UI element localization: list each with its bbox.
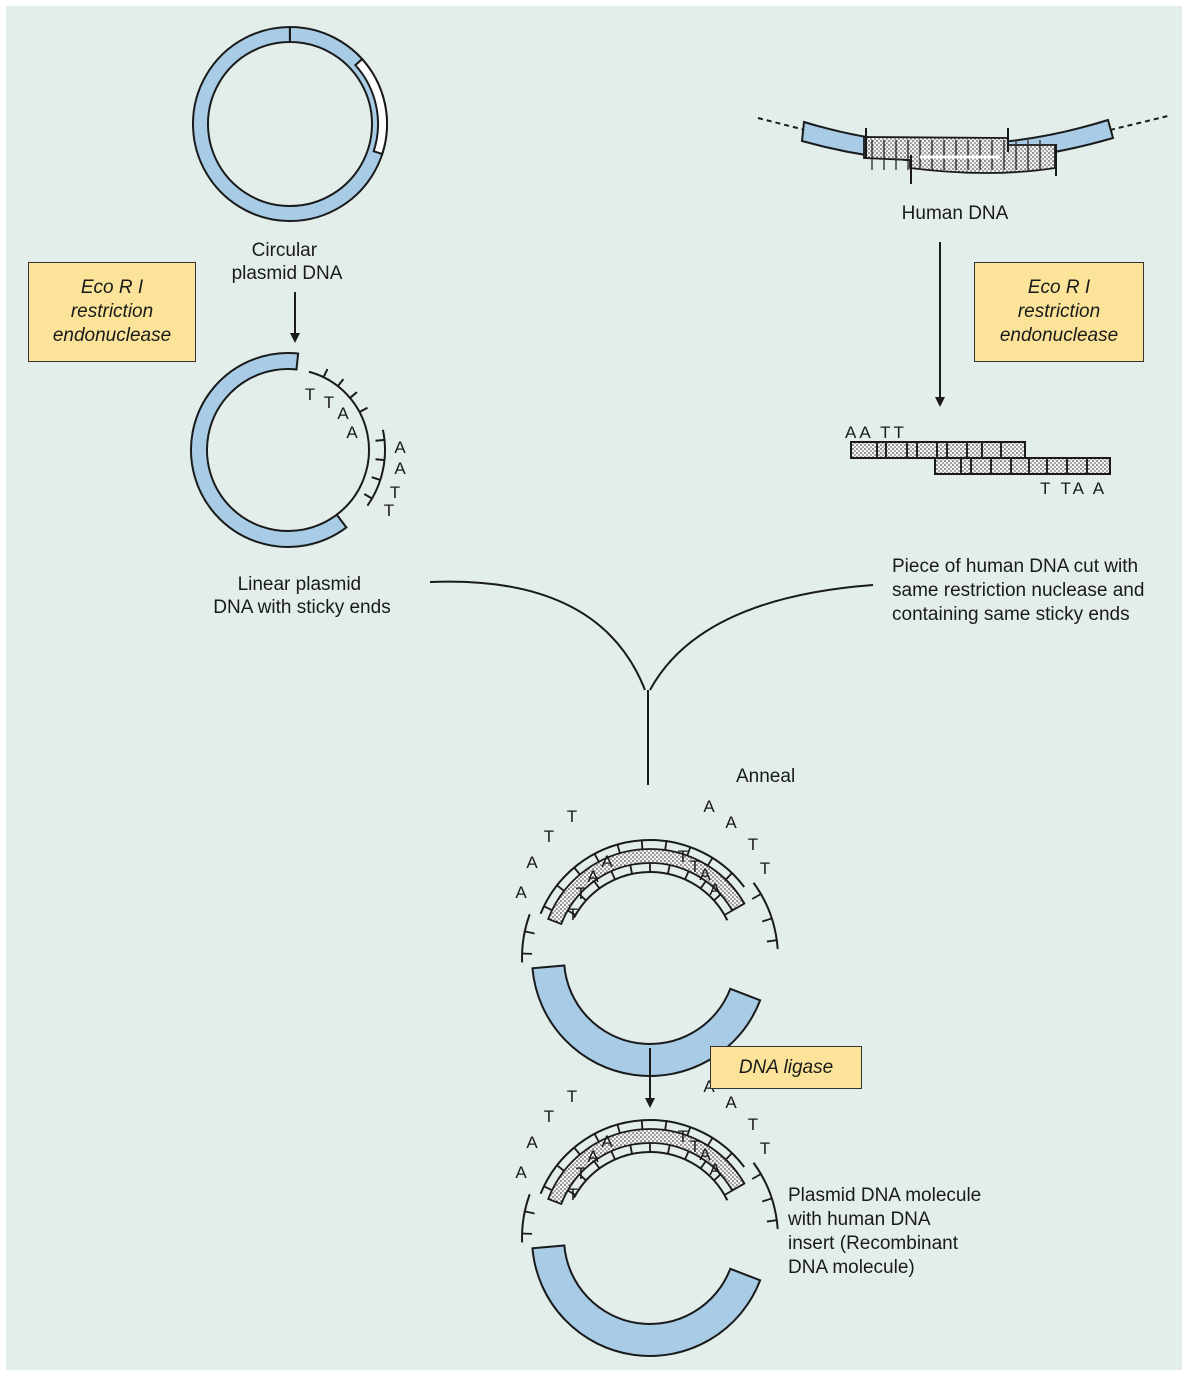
inner-right-base: T	[690, 857, 700, 876]
linear-left-base: T	[305, 385, 315, 404]
ecori-right-line1: Eco R I	[1027, 277, 1091, 298]
outer-left-base: T	[544, 827, 554, 846]
linear-left-base: T	[324, 393, 334, 412]
ecori-box-right: Eco R I restriction endonuclease	[974, 262, 1144, 362]
inner-right-base: A	[699, 1145, 711, 1164]
background-panel	[6, 6, 1182, 1370]
outer-right-base: T	[760, 859, 770, 878]
outer-right-base: T	[748, 1115, 758, 1134]
linear-plasmid-label: Linear plasmid DNA with sticky ends	[213, 574, 390, 618]
dna-ligase-box: DNA ligase	[710, 1046, 862, 1089]
human-dna-fragment	[850, 441, 1111, 475]
linear-right-base: T	[384, 501, 394, 520]
human-dna-label: Human DNA	[902, 203, 1009, 224]
linear-right-base: T	[390, 483, 400, 502]
anneal-label: Anneal	[736, 766, 795, 787]
inner-right-base: T	[678, 847, 688, 866]
outer-right-base: T	[760, 1139, 770, 1158]
inner-left-base: A	[587, 867, 599, 886]
ecori-left-line1: Eco R I	[80, 277, 144, 298]
outer-left-base: A	[526, 1133, 538, 1152]
fragment-bottom-bases: T TA A	[1040, 479, 1107, 498]
ecori-right-line2: restriction	[1017, 301, 1101, 322]
linear-left-base: A	[346, 423, 358, 442]
inner-left-base: A	[587, 1147, 599, 1166]
outer-right-base: A	[703, 797, 715, 816]
outer-left-base: A	[515, 1163, 527, 1182]
inner-right-base: T	[690, 1137, 700, 1156]
circular-plasmid-label: Circular plasmid DNA	[232, 240, 343, 284]
outer-right-base: T	[748, 835, 758, 854]
outer-right-base: A	[725, 1093, 737, 1112]
outer-left-base: T	[567, 807, 577, 826]
inner-right-base: T	[678, 1127, 688, 1146]
circular-plasmid	[191, 25, 388, 222]
outer-right-base: A	[725, 813, 737, 832]
recombinant-label: Plasmid DNA molecule with human DNA inse…	[787, 1185, 987, 1278]
human-piece-label: Piece of human DNA cut with same restric…	[892, 556, 1150, 625]
linear-left-base: A	[337, 404, 349, 423]
linear-right-base: A	[394, 459, 406, 478]
ecori-left-line2: restriction	[70, 301, 154, 322]
inner-right-base: A	[699, 865, 711, 884]
outer-left-base: T	[544, 1107, 554, 1126]
linear-right-base: A	[394, 438, 406, 457]
inner-left-base: A	[601, 1132, 613, 1151]
ecori-right-line3: endonuclease	[999, 325, 1119, 346]
inner-left-base: T	[576, 1164, 586, 1183]
inner-right-base: A	[709, 1160, 721, 1179]
outer-left-base: A	[526, 853, 538, 872]
inner-left-base: T	[568, 905, 578, 924]
inner-left-base: T	[568, 1185, 578, 1204]
ecori-left-line3: endonuclease	[52, 325, 172, 346]
inner-left-base: T	[576, 884, 586, 903]
fragment-top-bases: AA TT	[845, 423, 907, 442]
inner-right-base: A	[709, 880, 721, 899]
inner-left-base: A	[601, 852, 613, 871]
human-dna-strand	[757, 115, 1169, 184]
dna-ligase-label: DNA ligase	[738, 1056, 834, 1078]
merge-curve-left	[429, 580, 646, 691]
ecori-box-left: Eco R I restriction endonuclease	[28, 262, 196, 362]
outer-left-base: A	[515, 883, 527, 902]
outer-left-base: T	[567, 1087, 577, 1106]
merge-curve-right	[649, 584, 874, 691]
